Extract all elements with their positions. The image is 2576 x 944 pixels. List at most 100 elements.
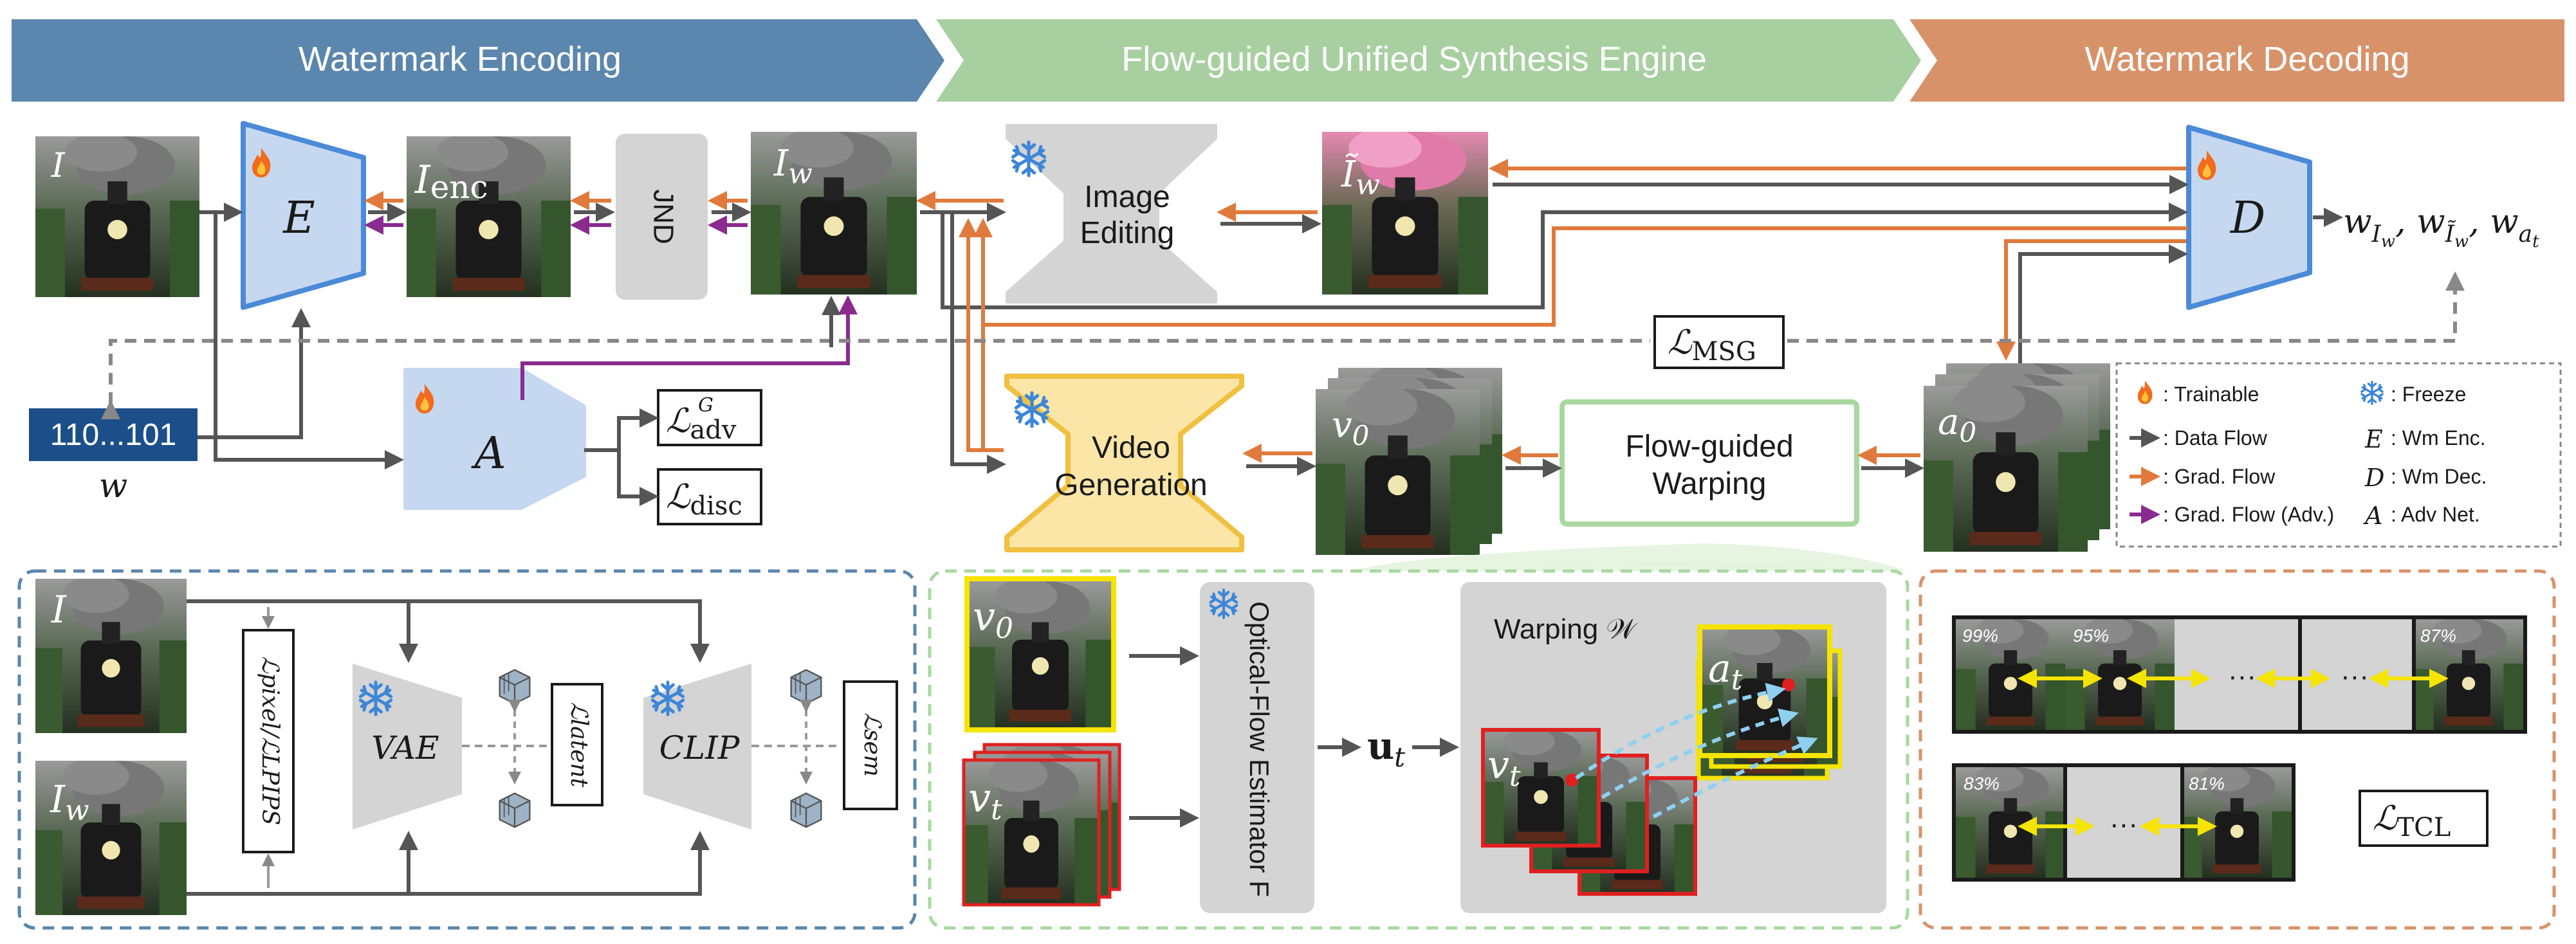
watermarked-image: Iw — [751, 132, 917, 295]
legend-wm-dec: : Wm Dec. — [2391, 465, 2487, 488]
loss-disc-sub: disc — [690, 491, 742, 521]
legend-trainable: : Trainable — [2163, 383, 2259, 406]
row1-score-3: 87% — [2420, 626, 2456, 646]
decoded-outputs: wIw, wĨw, wat — [2343, 203, 2539, 251]
clip-label: CLIP — [659, 729, 741, 767]
loss-pixel-lpips: ℒpixel/ℒLPIPS — [257, 657, 283, 826]
anim-frames-sub: 0 — [1959, 417, 1976, 448]
panel2-v0-label: v — [973, 593, 995, 640]
row1-ellipsis-1: ··· — [2228, 660, 2256, 692]
adv-net-label: A — [470, 428, 506, 479]
svg-text:vt: vt — [1487, 743, 1521, 793]
message-symbol: w — [99, 467, 128, 505]
panel2-vt2-label: v — [1487, 743, 1509, 788]
decoder-module: D — [2186, 125, 2312, 310]
vae-label: VAE — [371, 729, 439, 767]
legend-grad-flow-adv: : Grad. Flow (Adv.) — [2163, 503, 2334, 526]
row2-ellipsis: ··· — [2110, 808, 2138, 840]
loss-msg-symbol: ℒ — [1668, 323, 1693, 362]
panel2-vt2-sub: t — [1509, 760, 1521, 793]
legend-wm-dec-symbol: D — [2364, 464, 2384, 492]
svg-text:ℒadv: ℒadv — [666, 402, 737, 445]
row1-ellipsis-2: ··· — [2341, 660, 2369, 692]
edited-image-label: Ĩ — [1341, 153, 1358, 195]
input-image: I — [35, 136, 199, 297]
optical-flow-estimator-label: Optical-Flow Estimator F — [1244, 601, 1274, 897]
semantic-feature-icon — [790, 669, 822, 705]
encoder-module: E — [241, 121, 366, 310]
video-frames-sub: 0 — [1352, 420, 1370, 451]
input-image-label: I — [51, 147, 66, 185]
image-editing-module: Image Editing — [1006, 124, 1217, 304]
latent-feature-icon — [499, 792, 531, 828]
loss-tcl-symbol: ℒ — [2373, 799, 2398, 838]
image-editing-label-1: Image — [1084, 180, 1170, 214]
edited-image-sub: w — [1356, 168, 1380, 201]
semantic-feature-icon — [790, 792, 822, 828]
svg-text:ℒdisc: ℒdisc — [666, 478, 742, 521]
panel2-v0-sub: 0 — [995, 612, 1013, 645]
loss-disc-symbol: ℒ — [666, 478, 691, 516]
consistency-row-1: 99% 95% 87% ··· ··· — [1952, 615, 2527, 734]
svg-text:Iw: Iw — [50, 777, 89, 827]
row2-score-2: 81% — [2189, 774, 2225, 794]
warping-box-title: Warping 𝒲 — [1494, 613, 1638, 645]
decoder-label: D — [2229, 193, 2266, 244]
svg-text:at: at — [1708, 646, 1743, 696]
svg-text:v0: v0 — [1332, 404, 1369, 451]
panel1-image-bottom-label: I — [50, 777, 66, 821]
row2-score-1: 83% — [1964, 774, 2000, 794]
loss-disc-box: ℒdisc — [657, 468, 762, 525]
video-generation-label-1: Video — [1092, 431, 1170, 465]
panel-image-quality: I Iw ℒpixel/ℒLPIPS VAE ℒlatent CLIP ℒsem — [17, 569, 917, 930]
svg-text:ℒMSG: ℒMSG — [1668, 323, 1756, 367]
svg-text:Ĩw: Ĩw — [1341, 153, 1380, 201]
legend-grad-flow: : Grad. Flow — [2163, 465, 2276, 488]
engine-banner — [936, 19, 1921, 102]
legend-adv-symbol: A — [2363, 502, 2382, 530]
svg-text:a0: a0 — [1938, 401, 1976, 448]
panel2-vt-label: v — [968, 774, 991, 821]
encoding-banner — [12, 19, 944, 102]
legend-wm-enc-symbol: E — [2364, 425, 2383, 453]
jnd-module: JND — [616, 134, 708, 300]
consistency-row-2: 83% 81% ··· — [1952, 763, 2295, 882]
image-editing-label-2: Editing — [1080, 216, 1175, 250]
legend-adv: : Adv Net. — [2391, 503, 2480, 526]
loss-latent: ℒlatent — [566, 702, 592, 788]
loss-adv-symbol: ℒ — [666, 402, 691, 440]
loss-msg-sub: MSG — [1691, 337, 1756, 367]
watermarked-image-sub: w — [788, 158, 813, 190]
legend: : Trainable : Freeze : Data Flow E : Wm … — [2115, 362, 2562, 548]
panel-flow-warping: v0 vt Optical-Flow Estimator F ut Warpin… — [928, 543, 1909, 930]
warping-label-1: Flow-guided — [1625, 430, 1793, 464]
ut-sub: t — [1394, 741, 1405, 773]
anim-frames-label: a — [1938, 401, 1959, 443]
video-generation-module: Video Generation — [1004, 374, 1244, 552]
loss-adv-sup: G — [698, 394, 713, 417]
decoded-outputs-label: wIw, wĨw, wat — [2343, 203, 2539, 251]
loss-tcl-sub: TCL — [2397, 813, 2451, 842]
panel2-at-label: a — [1708, 646, 1731, 691]
svg-text:v0: v0 — [973, 593, 1013, 645]
svg-text:Iw: Iw — [773, 143, 813, 190]
flow-guided-warping-module: Flow-guided Warping — [1559, 399, 1859, 527]
edited-image: Ĩw — [1322, 132, 1488, 295]
engine-title: Flow-guided Unified Synthesis Engine — [1121, 40, 1707, 78]
legend-wm-enc: : Wm Enc. — [2391, 426, 2486, 449]
encoded-image-label: I — [414, 158, 431, 203]
panel2-at-sub: t — [1731, 664, 1743, 696]
row1-score-2: 95% — [2073, 626, 2109, 646]
video-generation-label-2: Generation — [1054, 468, 1208, 502]
latent-feature-icon — [499, 669, 531, 705]
ut-label: u — [1367, 724, 1394, 768]
loss-adv-box: ℒadv G — [657, 389, 762, 446]
encoding-title: Watermark Encoding — [299, 40, 621, 78]
panel1-image-bottom-sub: w — [65, 794, 89, 827]
loss-sem: ℒsem — [859, 713, 885, 777]
video-frames-label: v — [1332, 404, 1352, 446]
svg-text:ut: ut — [1367, 724, 1405, 773]
encoded-image-sub: enc — [430, 168, 488, 206]
panel2-vt-sub: t — [991, 794, 1002, 826]
